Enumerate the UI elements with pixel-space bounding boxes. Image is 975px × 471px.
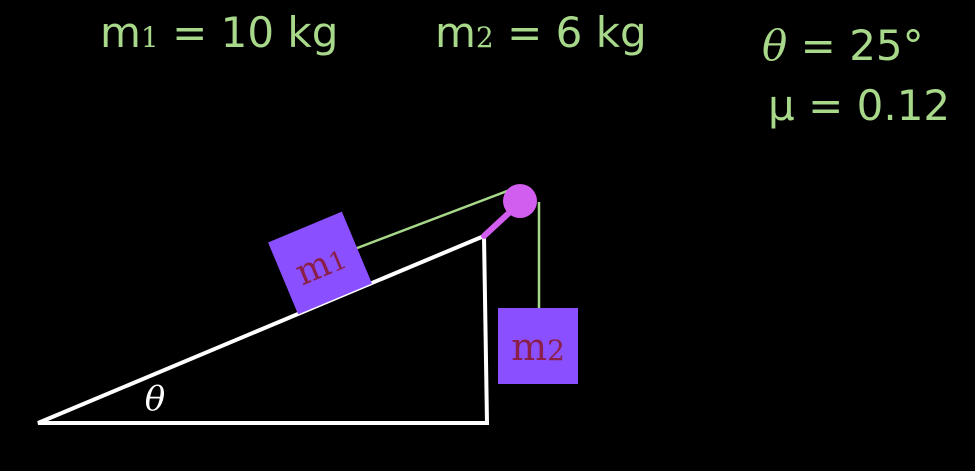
block-m2-symbol: m <box>511 325 547 369</box>
block-m2: m2 <box>498 308 578 384</box>
m2-given-symbol: m <box>435 8 476 57</box>
m2-given-value: = 6 kg <box>494 8 647 57</box>
pulley <box>503 184 537 218</box>
mu-given-symbol: μ <box>768 81 795 130</box>
rope-incline <box>351 186 516 252</box>
incline-triangle <box>37 233 490 425</box>
block-m2-body <box>498 308 578 384</box>
m1-given-sub: 1 <box>141 21 159 54</box>
m2-given-sub: 2 <box>476 21 494 54</box>
m1-given: m1 = 10 kg <box>100 8 338 57</box>
m1-given-symbol: m <box>100 8 141 57</box>
block-m1-body <box>268 211 372 315</box>
theta-given: θ = 25° <box>762 21 924 70</box>
theta-given-value: = 25° <box>787 21 923 70</box>
block-m2-sub: 2 <box>547 334 565 367</box>
mu-given-value: = 0.12 <box>795 81 950 130</box>
theta-given-symbol: θ <box>762 21 787 70</box>
angle-label: θ <box>145 379 165 419</box>
m1-given-value: = 10 kg <box>159 8 339 57</box>
mu-given: μ = 0.12 <box>768 81 950 130</box>
pulley-bracket <box>481 209 513 239</box>
block-m1: m1 <box>268 211 372 315</box>
block-m2-label: m2 <box>511 325 565 369</box>
m2-given: m2 = 6 kg <box>435 8 647 57</box>
